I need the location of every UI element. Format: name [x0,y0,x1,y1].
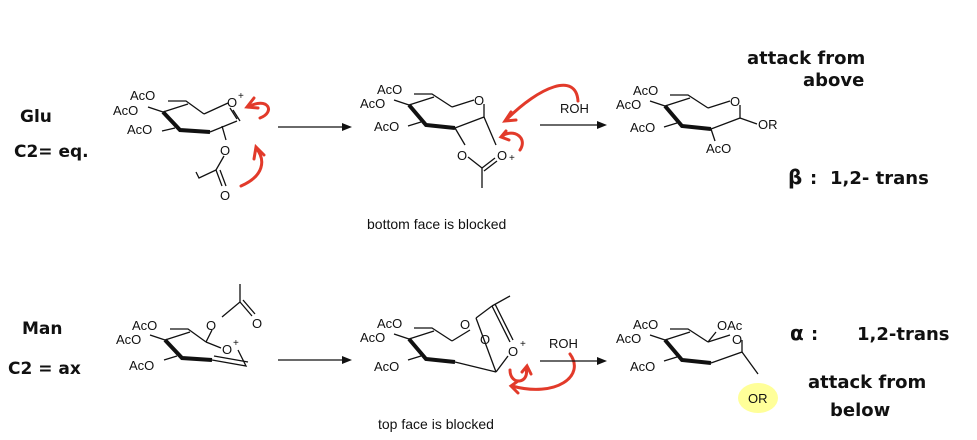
glu1-aco-3: AcO [127,122,152,137]
man1-aco-1: AcO [132,318,157,333]
man-alpha-product: AcO AcO AcO OAc O OR [616,317,778,413]
glu2-red-arrow-1 [504,83,580,122]
man2-red-arrow-2 [508,366,528,383]
man3-aco-1: AcO [633,317,658,332]
glu-result-symbol: β [788,165,802,189]
man2-red-arrowhead-2 [520,363,533,376]
man-result-colon: : [811,324,818,345]
glu1-red-arrow-1 [246,101,270,120]
man3-or-highlight [738,383,778,413]
glu2-o-left: O [457,148,467,163]
glu3-aco-2: AcO [616,97,641,112]
glu1-c2-o: O [220,143,230,158]
glu3-aco-1: AcO [633,83,658,98]
man2-aco-2: AcO [360,330,385,345]
man2-aco-3: AcO [374,359,399,374]
man2-o-top: O [460,317,470,332]
glu3-aco-3: AcO [630,120,655,135]
man2-o-right: O [508,344,518,359]
man3-aco-2: AcO [616,331,641,346]
man1-aco-2: AcO [116,332,141,347]
man1-carbonyl-o: O [252,316,262,331]
man1-c2-o: O [206,318,216,333]
glu2-red-arrowhead-2 [498,129,511,142]
glu2-red-arrow-2 [500,131,524,152]
man2-plus: + [520,339,526,350]
glu1-plus: + [238,91,244,102]
man3-or: OR [748,391,768,406]
glu1-ring-o: O [227,95,237,110]
glu2-ring-o: O [474,93,484,108]
glu-oxocarbenium: AcO AcO AcO O + O O [113,88,244,203]
glu1-red-arrow-2 [239,146,264,188]
man3-ring-o: O [732,332,742,347]
glu-label: Glu [20,107,52,127]
man-oxocarbenium: AcO AcO AcO O O O + [116,284,262,373]
man-arrowhead-1 [342,356,352,364]
glu-arrowhead-1 [342,123,352,131]
glu2-aco-1: AcO [377,82,402,97]
man1-ring-o: O [222,342,232,357]
glu3-aco-4: AcO [706,141,731,156]
man-attack-line1: attack from [808,372,926,393]
glu2-aco-3: AcO [374,119,399,134]
glu-condition: C2= eq. [14,142,89,162]
glu1-aco-2: AcO [113,103,138,118]
glu2-plus: + [509,153,515,164]
glu3-ring-o: O [730,94,740,109]
man-result-text: 1,2-trans [857,324,950,345]
man-attack-line2: below [830,400,890,421]
glu1-red-arrowhead-2 [252,143,266,161]
glu-beta-product: AcO AcO AcO AcO O OR [616,83,778,156]
glu2-aco-2: AcO [360,96,385,111]
glu-dioxolenium: AcO AcO AcO O O O + [360,82,515,188]
man2-red-arrowhead-1 [508,379,520,395]
man-result-symbol: α [790,321,804,345]
glu-roh-label: ROH [560,101,589,116]
glu1-red-arrowhead-1 [244,96,260,110]
man-roh-label: ROH [549,336,578,351]
glu-result-text: 1,2- trans [830,168,929,189]
man2-aco-1: AcO [377,316,402,331]
glu2-red-arrowhead-1 [502,110,518,123]
glu-arrowhead-2 [597,121,607,129]
glu1-aco-1: AcO [130,88,155,103]
man2-ring-o: O [480,332,490,347]
glu-attack-line2: above [803,70,864,91]
man1-plus: + [233,338,239,349]
man1-aco-3: AcO [129,358,154,373]
man-dioxolenium: AcO AcO AcO O O O + [360,295,526,374]
glu-result-colon: : [810,168,817,189]
glu2-o-right: O [497,148,507,163]
glu3-or: OR [758,117,778,132]
man-label: Man [22,319,63,339]
glu-attack-line1: attack from [747,48,865,69]
man3-oac: OAc [717,318,743,333]
man3-aco-3: AcO [630,359,655,374]
man-condition: C2 = ax [8,359,81,379]
man-arrowhead-2 [597,357,607,365]
glu1-carbonyl-o: O [220,188,230,203]
glu-caption: bottom face is blocked [367,216,506,232]
man-caption: top face is blocked [378,416,494,432]
